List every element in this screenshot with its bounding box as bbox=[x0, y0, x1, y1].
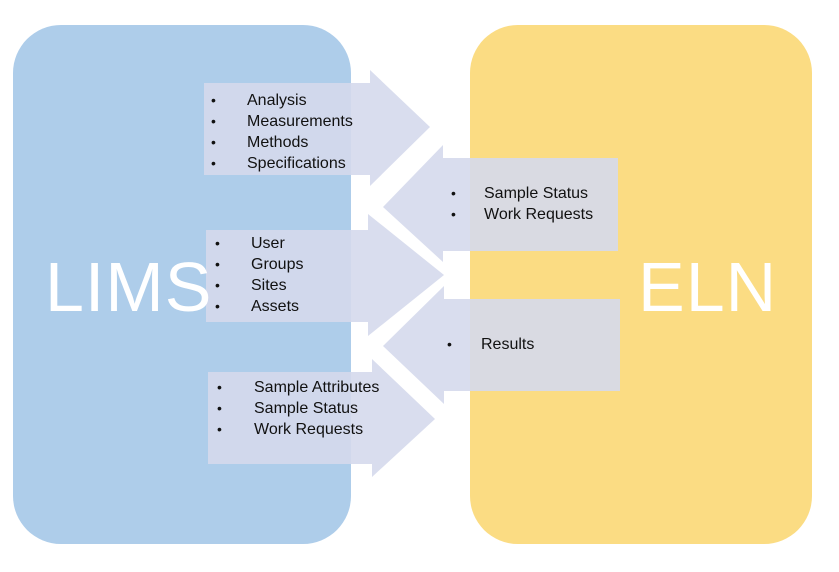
list-item-label: Measurements bbox=[247, 113, 353, 130]
bullet-icon: • bbox=[215, 277, 220, 293]
list-item-label: Assets bbox=[251, 298, 300, 315]
list-item-label: Sample Attributes bbox=[254, 379, 380, 396]
list-item-label: Work Requests bbox=[254, 421, 364, 438]
list-item-label: Specifications bbox=[247, 155, 346, 172]
bullet-icon: • bbox=[451, 185, 456, 201]
list-item-label: Groups bbox=[251, 256, 304, 273]
bullet-icon: • bbox=[447, 336, 452, 352]
bullet-icon: • bbox=[217, 400, 222, 416]
list-item-label: Sample Status bbox=[484, 185, 589, 202]
arrow-eln-to-lims-2 bbox=[383, 286, 620, 404]
lims-label: LIMS bbox=[45, 248, 213, 326]
eln-block bbox=[470, 25, 812, 544]
bullet-icon: • bbox=[211, 155, 216, 171]
bullet-icon: • bbox=[211, 92, 216, 108]
bullet-icon: • bbox=[215, 256, 220, 272]
arrow-lims-to-eln-3 bbox=[208, 359, 435, 477]
list-item-label: Analysis bbox=[247, 92, 307, 109]
list-item-label: Sample Status bbox=[254, 400, 359, 417]
list-item-label: Methods bbox=[247, 134, 309, 151]
bullet-icon: • bbox=[217, 379, 222, 395]
list-item-label: Sites bbox=[251, 277, 287, 294]
bullet-icon: • bbox=[211, 113, 216, 129]
arrow-lims-to-eln-1 bbox=[204, 70, 430, 186]
bullet-icon: • bbox=[451, 206, 456, 222]
eln-label: ELN bbox=[638, 248, 778, 326]
list-item-label: User bbox=[251, 235, 285, 252]
list-item-label: Results bbox=[481, 336, 535, 353]
bullet-icon: • bbox=[215, 235, 220, 251]
bullet-icon: • bbox=[211, 134, 216, 150]
bullet-icon: • bbox=[215, 298, 220, 314]
bullet-icon: • bbox=[217, 421, 222, 437]
list-item-label: Work Requests bbox=[484, 206, 594, 223]
arrow-lims-to-eln-2 bbox=[206, 214, 444, 336]
arrow-eln-to-lims-1 bbox=[383, 145, 618, 262]
